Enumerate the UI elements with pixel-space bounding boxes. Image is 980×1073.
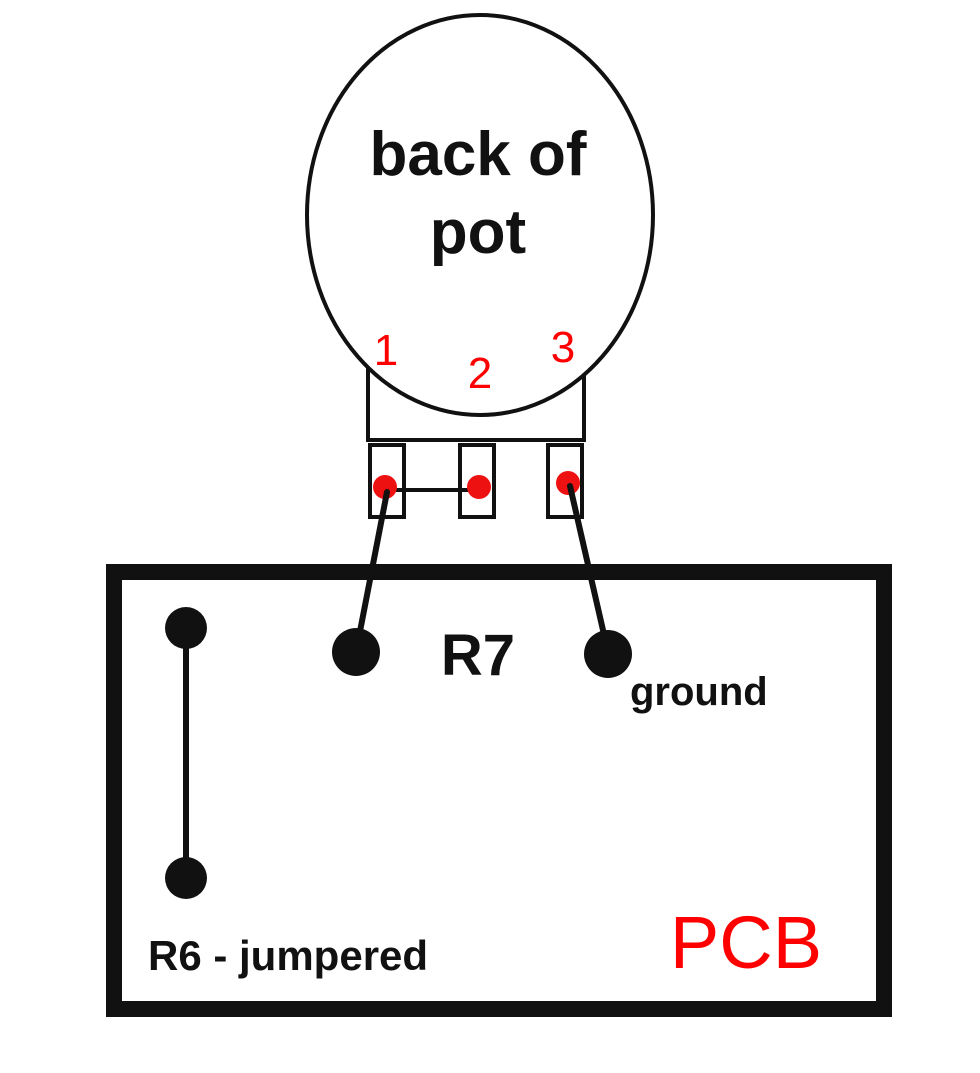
pin-dot-2 [467, 475, 491, 499]
pcb-label: PCB [670, 901, 822, 984]
potentiometer: back of pot 1 2 3 [305, 13, 655, 519]
pot-body-circle [305, 13, 655, 417]
wire-pin1-to-r7 [353, 489, 390, 655]
pot-label-line2: pot [430, 198, 526, 267]
pin-number-3: 3 [551, 323, 575, 372]
pcb-outline [106, 564, 892, 1017]
r7-label: R7 [441, 623, 515, 688]
pin-dot-1 [373, 475, 397, 499]
pin-dot-3 [556, 471, 580, 495]
ground-pad [584, 630, 632, 678]
wire-pin3-to-ground [567, 483, 611, 655]
pin-number-1: 1 [374, 326, 398, 375]
r7-pad [332, 628, 380, 676]
r6-pad-top [165, 607, 207, 649]
pcb-board: R7 ground R6 - jumpered PCB [106, 483, 892, 1017]
pot-label-line1: back of [369, 120, 586, 189]
ground-label: ground [630, 670, 768, 714]
pin-number-2: 2 [468, 349, 492, 398]
r6-pad-bottom [165, 857, 207, 899]
r6-label: R6 - jumpered [148, 932, 428, 979]
